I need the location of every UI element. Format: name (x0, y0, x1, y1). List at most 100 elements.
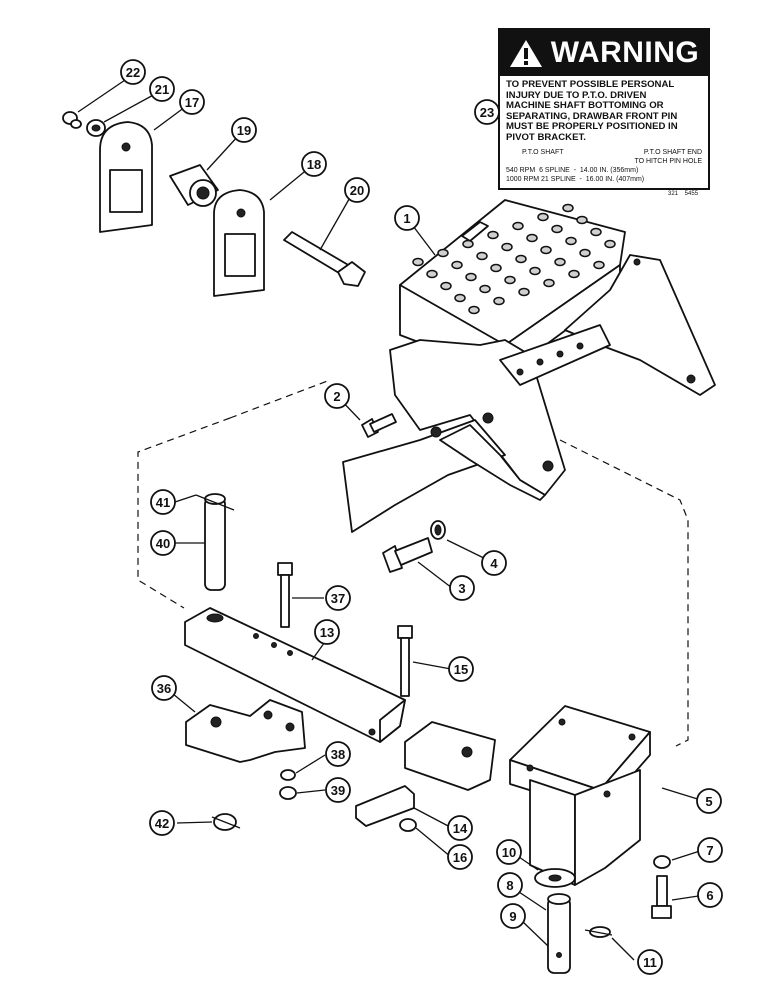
drawbar-end-piece (404, 721, 496, 791)
tread-hole (590, 227, 602, 237)
callout-circle-1 (394, 205, 420, 231)
spec-row: 1000 RPM 21 SPLINE - 16.00 IN. (407mm) (506, 176, 645, 183)
pin-part-8 (547, 893, 571, 974)
callout-number: 14 (453, 821, 468, 836)
tread-hole (426, 269, 438, 279)
callout-circle-13 (314, 619, 340, 645)
callout-circle-4 (481, 550, 507, 576)
tread-hole (490, 263, 502, 273)
assembly-boundary-line (137, 379, 689, 747)
warning-line: MACHINE SHAFT BOTTOMING OR (506, 100, 664, 111)
callout-circle-21 (149, 76, 175, 102)
tread-hole (476, 251, 488, 261)
callout-number: 6 (706, 888, 713, 903)
pivot-bracket-part-1 (342, 199, 716, 533)
callout-number: 20 (350, 183, 364, 198)
tread-hole (451, 260, 463, 270)
nut-part-16 (399, 818, 417, 832)
callout-circle-2 (324, 383, 350, 409)
tread-hole (518, 287, 530, 297)
callout-number: 41 (156, 495, 170, 510)
step-tread-holes (412, 203, 616, 315)
nut-part-22 (62, 111, 82, 129)
callout-circle-9 (500, 903, 526, 929)
callout-number: 37 (331, 591, 345, 606)
callout-circle-19 (231, 117, 257, 143)
callout-circle-3 (449, 575, 475, 601)
spec-header-right: P.T.O SHAFT END (643, 149, 702, 156)
spec-row: 540 RPM 6 SPLINE - 14.00 IN. (356mm) (506, 167, 639, 174)
callout-number: 10 (502, 845, 516, 860)
tread-hole (554, 257, 566, 267)
decal-part-code: 321 5455 (668, 191, 699, 197)
pin-part-40 (204, 493, 226, 591)
callout-circle-8 (497, 872, 523, 898)
clevis-part-36 (185, 699, 306, 763)
callout-circle-42 (149, 810, 175, 836)
bolt-part-6 (651, 875, 672, 919)
washer-part-4-hole (434, 524, 442, 536)
callout-circle-18 (301, 151, 327, 177)
callout-circle-20 (344, 177, 370, 203)
callout-circle-37 (325, 585, 351, 611)
callout-circle-16 (447, 844, 473, 870)
callout-leader-lines (77, 77, 706, 961)
bolt-part-15 (397, 625, 413, 697)
callout-circle-22 (120, 59, 146, 85)
callout-circle-11 (637, 949, 663, 975)
tread-hole (551, 224, 563, 234)
callout-circle-10 (496, 839, 522, 865)
bolt-part-20 (283, 231, 366, 287)
warning-spec-table: P.T.O SHAFT P.T.O SHAFT END TO HITCH PIN… (500, 143, 708, 184)
tread-hole (565, 236, 577, 246)
washer-part-38 (280, 769, 296, 781)
callout-number: 4 (490, 556, 498, 571)
callout-circle-15 (448, 656, 474, 682)
washer-part-10-hole (548, 874, 562, 882)
bushing-part-19 (169, 164, 219, 207)
spec-table-subheader: TO HITCH PIN HOLE (506, 157, 702, 166)
tread-hole (593, 260, 605, 270)
callout-number: 15 (454, 662, 468, 677)
lynch-pin-part-11 (584, 926, 613, 938)
warning-header: WARNING (500, 30, 708, 76)
tread-hole (454, 293, 466, 303)
tread-hole (437, 248, 449, 258)
tread-hole (568, 269, 580, 279)
nut-part-39 (279, 786, 297, 800)
tread-hole (493, 296, 505, 306)
warning-line: SEPARATING, DRAWBAR FRONT PIN (506, 110, 678, 122)
callout-number: 17 (185, 95, 199, 110)
callout-number: 36 (157, 681, 171, 696)
callout-circle-17 (179, 89, 205, 115)
callout-number: 19 (237, 123, 251, 138)
callout-circle-6 (697, 882, 723, 908)
callout-number: 13 (320, 625, 334, 640)
tread-hole (579, 248, 591, 258)
tread-hole (515, 254, 527, 264)
spec-header-left: P.T.O SHAFT (522, 149, 564, 156)
warning-decal: WARNING TO PREVENT POSSIBLE PERSONAL INJ… (498, 28, 710, 190)
tread-hole (462, 239, 474, 249)
callout-circle-38 (325, 741, 351, 767)
callout-circle-14 (447, 815, 473, 841)
callout-number: 16 (453, 850, 467, 865)
spec-header-right-2: TO HITCH PIN HOLE (634, 158, 702, 165)
callout-number: 23 (480, 105, 494, 120)
callout-circle-5 (696, 788, 722, 814)
tread-hole (526, 233, 538, 243)
callout-number: 22 (126, 65, 140, 80)
callout-number: 21 (155, 82, 169, 97)
tread-hole (540, 245, 552, 255)
callout-number: 1 (403, 211, 410, 226)
tread-hole (440, 281, 452, 291)
callout-number: 42 (155, 816, 169, 831)
warning-triangle-icon (509, 40, 542, 67)
callout-number: 39 (331, 783, 345, 798)
callout-circle-39 (325, 777, 351, 803)
callout-number: 9 (509, 909, 516, 924)
callout-number: 40 (156, 536, 170, 551)
warning-line: TO PREVENT POSSIBLE PERSONAL (506, 79, 675, 90)
lynch-pin-part-41 (195, 494, 235, 511)
